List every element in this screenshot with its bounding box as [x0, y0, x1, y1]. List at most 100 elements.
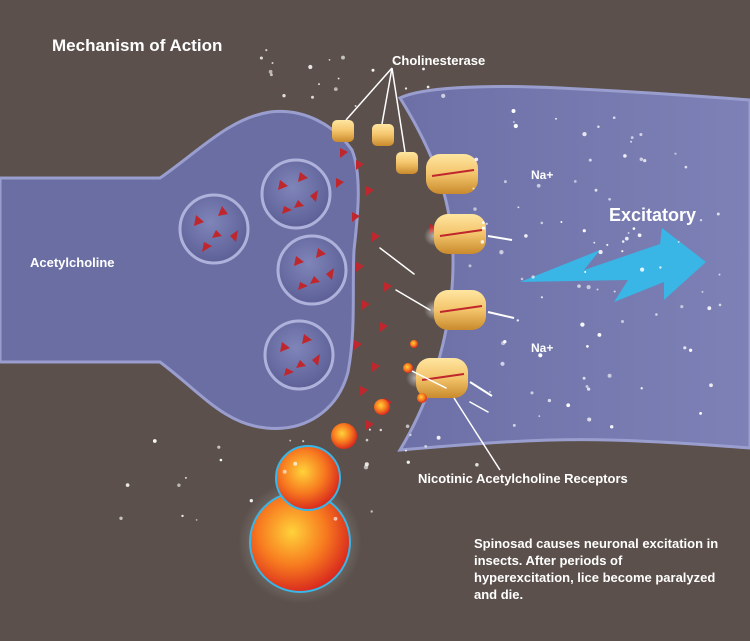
sodium-ion-dot [333, 516, 338, 521]
sodium-ion-dot [219, 458, 223, 462]
ion-streaks [379, 247, 489, 413]
sodium-ion-dot [627, 231, 630, 235]
sodium-ion-dot [499, 250, 504, 255]
sodium-ion-dot [404, 449, 407, 452]
sodium-ion-dot [512, 423, 516, 427]
sodium-ion-dot [512, 120, 515, 124]
sodium-ion-dot [639, 132, 643, 137]
description-text: Spinosad causes neuronal excitation in i… [474, 536, 719, 602]
sodium-ion-dot [582, 229, 586, 233]
sodium-ion-dot [152, 439, 157, 443]
sodium-ion-dot [481, 226, 486, 230]
sodium-ion-dot [341, 55, 345, 60]
sodium-ion-dot [436, 435, 441, 440]
sodium-ion-dot [363, 465, 369, 470]
diagram-title: Mechanism of Action [52, 36, 223, 55]
sodium-ion-dot [637, 233, 642, 238]
sodium-ion-dot [620, 319, 625, 324]
sodium-ion-dot [680, 305, 684, 309]
sodium-ion-dot [596, 288, 599, 291]
sodium-ion-dot [655, 313, 658, 316]
vesicle [260, 158, 332, 230]
sodium-ion-dot [513, 123, 518, 129]
sodium-ion-dot [354, 104, 357, 108]
cholinesterase-label: Cholinesterase [392, 53, 486, 68]
sodium-ion-dot [217, 445, 221, 449]
sodium-ion-dot [503, 180, 507, 184]
sodium-ion-dot [587, 417, 592, 422]
sodium-ion-dot [677, 240, 680, 243]
sodium-ion-dot [426, 85, 430, 89]
sodium-ion-dot [259, 56, 263, 60]
sodium-ions [119, 49, 722, 521]
sodium-ion-dot [293, 461, 298, 466]
sodium-ion-dot [709, 383, 713, 388]
excitatory-label: Excitatory [609, 205, 697, 225]
sodium-ion-dot [371, 68, 375, 72]
sodium-ion-dot [119, 516, 123, 521]
sodium-ion-dot [582, 376, 586, 380]
sodium-ion-dot [468, 264, 472, 268]
sodium-ion-dot [177, 483, 181, 487]
sodium-ion-dot [593, 241, 596, 244]
sodium-ion-dot [271, 61, 274, 65]
sodium-ion-dot [566, 403, 571, 408]
sodium-ion-dot [472, 187, 475, 190]
sodium-ion-dot [485, 222, 488, 225]
sodium-ion-dot [530, 391, 534, 395]
sodium-ion-dot [282, 94, 286, 98]
sodium-ion-dot [594, 188, 598, 192]
sodium-ion-dot [370, 510, 373, 513]
cholinesterase-pointer-lines [345, 67, 406, 153]
sodium-ion-dot [621, 250, 624, 253]
sodium-ion-dot [699, 412, 702, 415]
sodium-ion-dot [582, 131, 587, 137]
sodium-ion-dot [394, 61, 396, 64]
sodium-ion-dot [586, 387, 591, 391]
sodium-ion-dot [379, 428, 383, 432]
sodium-ion-dot [707, 306, 712, 311]
sodium-ion-dot [585, 385, 589, 388]
sodium-ion-dot [406, 460, 410, 464]
receptor [426, 154, 478, 194]
sodium-ion-dot [531, 275, 535, 279]
sodium-ion-dot [607, 373, 612, 378]
sodium-ion-dot [632, 227, 636, 230]
sodium-ion-dot [597, 332, 602, 337]
sodium-ion-dot [613, 290, 616, 293]
vesicle [263, 319, 335, 391]
spinosad-particles [238, 340, 427, 604]
sodium-ion-dot [716, 212, 720, 216]
sodium-ion-dot [643, 158, 647, 163]
sodium-ion-dot [480, 240, 485, 244]
sodium-ion-dot [573, 179, 577, 183]
sodium-ion-dot [317, 83, 321, 86]
sodium-ion-dot [184, 476, 187, 479]
sodium-ion-dot [473, 207, 477, 211]
vesicle [178, 193, 250, 265]
sodium-ion-dot [517, 206, 520, 209]
sodium-ion-dot [195, 518, 198, 521]
sodium-ion-dot [474, 157, 479, 162]
sodium-ion-dot [630, 136, 634, 140]
sodium-ion-dot [282, 469, 287, 474]
sodium-ion-dot [640, 387, 643, 390]
sodium-ion-dot [640, 267, 645, 272]
sodium-ion-dot [475, 463, 479, 467]
sodium-ion-dot [718, 303, 722, 307]
sodium-ion-dot [718, 273, 721, 276]
sodium-ion-dot [586, 345, 589, 348]
sodium-ion-dot [540, 221, 544, 225]
sodium-ion-dot [555, 117, 557, 120]
sodium-ion-dot [699, 218, 703, 222]
sodium-ion-dot [586, 285, 591, 290]
sodium-ion-dot [302, 440, 305, 443]
sodium-ion-dot [538, 415, 541, 418]
sodium-ion-dot [333, 87, 338, 91]
sodium-ion-dot [584, 271, 587, 273]
sodium-ion-dot [503, 340, 507, 344]
sodium-ion-dot [624, 236, 629, 241]
sodium-ion-dot [500, 361, 505, 366]
